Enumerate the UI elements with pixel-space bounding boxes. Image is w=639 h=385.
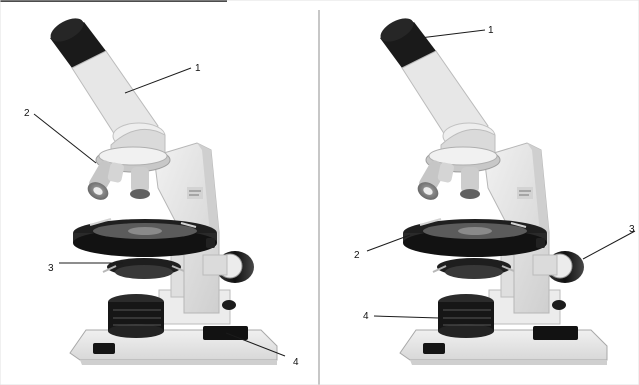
right-label-3: 3 <box>629 224 635 235</box>
left-label-4: 4 <box>293 357 299 368</box>
right-label-2: 2 <box>354 250 360 261</box>
microscope-left <box>47 14 277 365</box>
right-label-1: 1 <box>488 25 494 36</box>
right-callout-line-1 <box>420 30 485 38</box>
left-label-2: 2 <box>24 108 30 119</box>
right-label-4: 4 <box>363 311 369 322</box>
left-label-3: 3 <box>48 263 54 274</box>
right-panel: 1 2 3 4 <box>354 14 635 365</box>
left-label-1: 1 <box>195 63 201 74</box>
microscope-right <box>377 14 607 365</box>
right-callout-line-3 <box>583 231 635 259</box>
left-panel: 1 2 3 4 <box>24 14 299 368</box>
left-callout-line-2 <box>34 114 96 163</box>
left-callout-line-1 <box>125 68 191 93</box>
right-callout-line-4 <box>374 316 439 318</box>
